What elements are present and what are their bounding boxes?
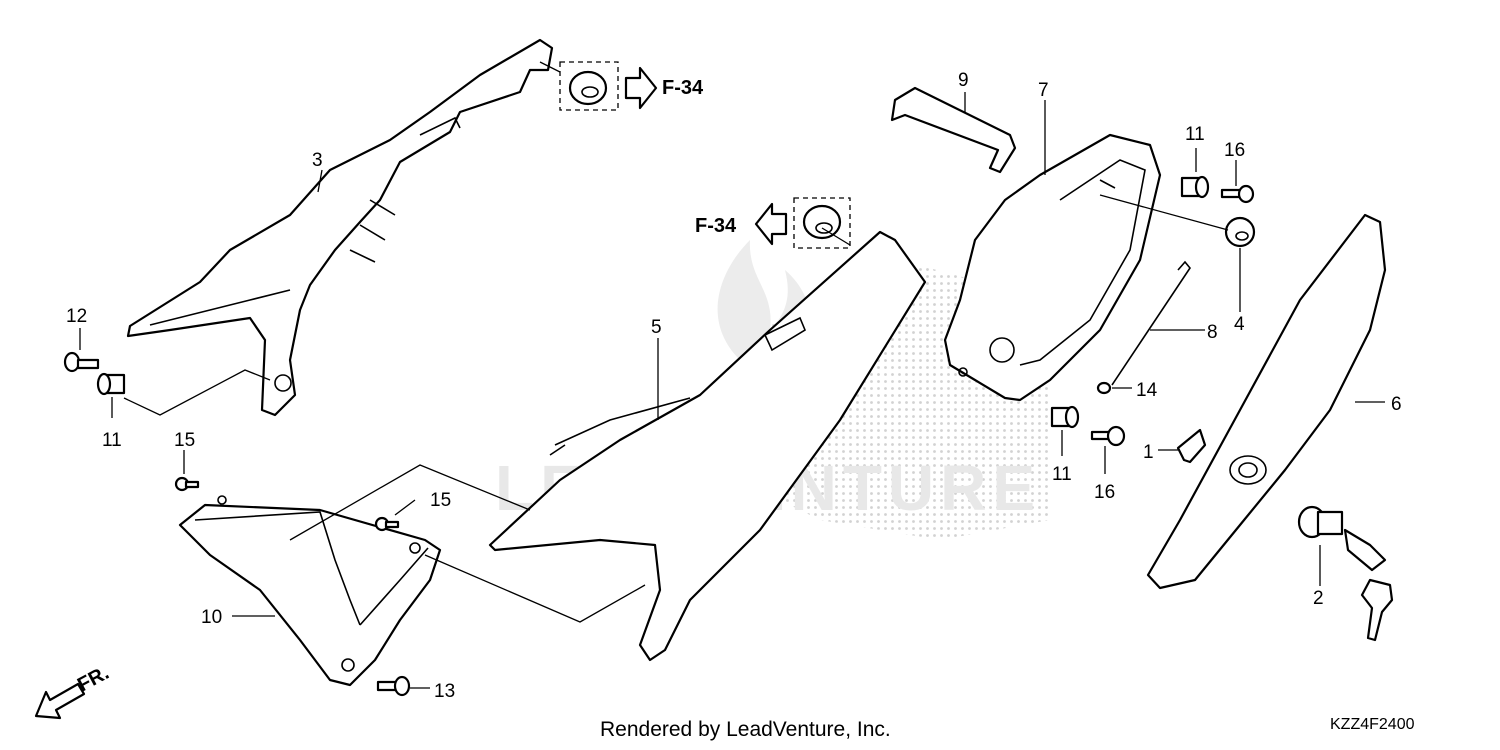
callout-11-bottom: 11: [1052, 464, 1072, 485]
part-10-lower-cover: [178, 495, 442, 687]
callout-13: 13: [434, 681, 455, 702]
front-arrow-icon: [34, 682, 86, 720]
callout-16-bottom: 16: [1094, 482, 1115, 503]
part-15-screw-left: [174, 476, 200, 492]
callout-10: 10: [201, 607, 222, 628]
callout-7: 7: [1038, 80, 1049, 101]
callout-4: 4: [1234, 314, 1245, 335]
callout-8: 8: [1207, 322, 1218, 343]
callout-2: 2: [1313, 588, 1324, 609]
part-13-bolt: [376, 675, 411, 697]
part-12-bolt: [63, 351, 100, 373]
part-7-inner-cover: [943, 133, 1162, 402]
callout-1: 1: [1143, 442, 1154, 463]
part-5-side-cover: [488, 230, 927, 662]
part-8-rod: [1111, 260, 1191, 386]
diagram-code: KZZ4F2400: [1330, 716, 1415, 733]
callout-6: 6: [1391, 394, 1402, 415]
part-4-grommet: [1224, 216, 1256, 248]
part-2-key-cylinder: [1297, 505, 1394, 642]
callouts: 3 12 11 15 15 10 13 5 9 7 11 16 4 8 14 6…: [66, 70, 1402, 702]
part-11-collar-bottom: [1050, 405, 1080, 429]
reference-arrow-mid: F-34: [695, 202, 788, 246]
reference-label-top: F-34: [662, 77, 704, 99]
grommet-top: [559, 61, 619, 111]
reference-label-mid: F-34: [695, 215, 737, 237]
part-14-clip: [1096, 381, 1112, 395]
grommet-mid: [793, 197, 851, 249]
leader-lines: [79, 61, 1385, 689]
part-3-rear-cowl: [126, 38, 554, 417]
part-11-collar-top: [1180, 175, 1210, 199]
callout-5: 5: [651, 317, 662, 338]
part-15-screw-right: [374, 516, 400, 532]
callout-15-left: 15: [174, 430, 195, 451]
part-1-clip: [1176, 428, 1207, 464]
callout-9: 9: [958, 70, 969, 91]
front-direction-indicator: FR.: [34, 662, 113, 720]
part-16-bolt-top: [1220, 184, 1255, 204]
callout-16-top: 16: [1224, 140, 1245, 161]
credit-text: Rendered by LeadVenture, Inc.: [600, 718, 891, 741]
callout-14: 14: [1136, 380, 1158, 401]
callout-12: 12: [66, 306, 87, 327]
part-6-outer-side-panel: [1146, 213, 1387, 590]
callout-15-right: 15: [430, 490, 451, 511]
callout-11-left: 11: [102, 430, 122, 451]
callout-11-top: 11: [1185, 124, 1205, 145]
callout-3: 3: [312, 150, 323, 171]
reference-arrow-top: F-34: [624, 66, 704, 110]
part-16-bolt-bottom: [1090, 425, 1126, 447]
part-9-band: [890, 86, 1017, 174]
part-11-collar-left: [96, 372, 126, 396]
